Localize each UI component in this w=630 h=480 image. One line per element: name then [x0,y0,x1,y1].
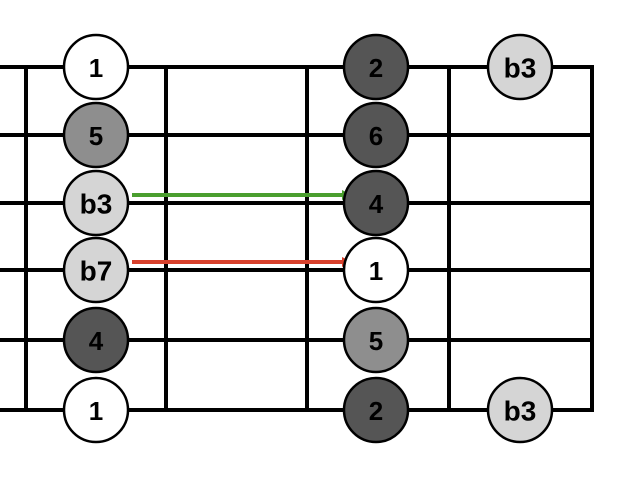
note-label: 4 [89,326,104,356]
note-label: 5 [369,326,383,356]
note-label: b3 [504,53,537,84]
note-circle [62,236,130,304]
note-marker: 5 [62,101,130,169]
note-label: b3 [504,396,537,427]
note-marker: 2 [342,376,410,444]
note-marker: 1 [62,376,130,444]
note-circle [486,376,554,444]
note-circle [62,169,130,237]
note-circle [342,101,410,169]
note-marker: b3 [486,376,554,444]
note-marker: 4 [342,169,410,237]
note-label: 1 [89,53,103,83]
note-marker: b3 [486,33,554,101]
note-marker: 4 [62,306,130,374]
note-circle [62,376,130,444]
note-marker: 5 [342,306,410,374]
note-circle [342,33,410,101]
note-circle [486,33,554,101]
note-label: 1 [369,256,383,286]
arrow-layer [132,190,352,267]
note-circle [342,376,410,444]
note-circle [62,33,130,101]
note-circle [62,306,130,374]
note-label: 6 [369,121,383,151]
note-marker: 6 [342,101,410,169]
note-label: 5 [89,121,103,151]
note-marker: 2 [342,33,410,101]
note-circle [342,306,410,374]
note-marker: 1 [62,33,130,101]
note-label: b3 [80,189,113,220]
note-layer: 1 5 b3 b7 4 1 2 6 4 1 5 2 b3 b3 [62,33,554,444]
note-label: 4 [369,189,384,219]
note-label: 1 [89,396,103,426]
note-circle [62,101,130,169]
note-label: 2 [369,396,383,426]
note-marker: 1 [342,236,410,304]
note-label: b7 [80,256,113,287]
note-marker: b7 [62,236,130,304]
note-label: 2 [369,53,383,83]
note-circle [342,236,410,304]
note-marker: b3 [62,169,130,237]
note-circle [342,169,410,237]
